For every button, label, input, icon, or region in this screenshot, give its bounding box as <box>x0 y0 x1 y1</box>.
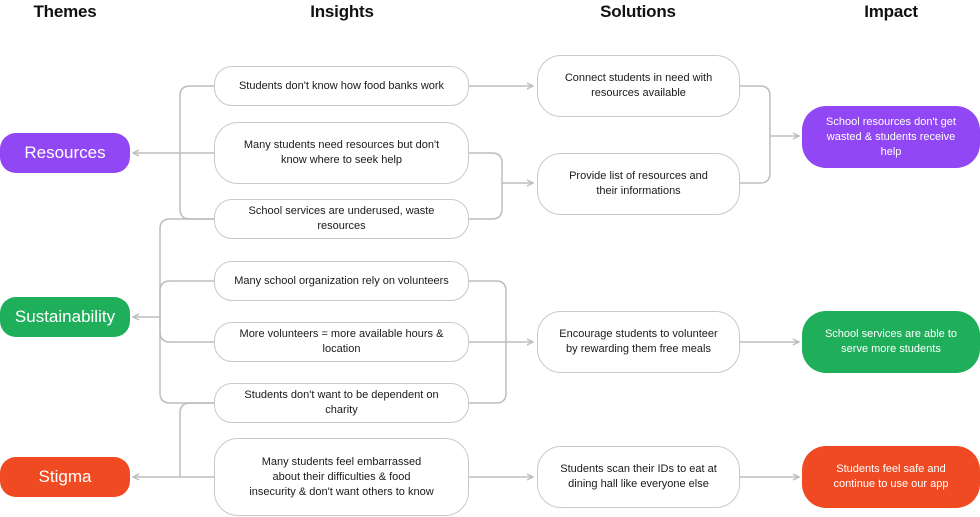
impact-card-stigma[interactable]: Students feel safe and continue to use o… <box>802 446 980 508</box>
theme-resources[interactable]: Resources <box>0 133 130 173</box>
column-header-themes: Themes <box>33 2 97 21</box>
insight-card[interactable]: Many school organization rely on volunte… <box>214 261 469 301</box>
column-header-impact: Impact <box>864 2 918 21</box>
column-header-insights: Insights <box>310 2 374 21</box>
insight-card[interactable]: School services are underused, waste res… <box>214 199 469 239</box>
insight-card[interactable]: Many students feel embarrassed about the… <box>214 438 469 516</box>
column-header-solutions: Solutions <box>600 2 676 21</box>
connector-insight4-solution3 <box>469 280 507 342</box>
insight-card[interactable]: Many students need resources but don't k… <box>214 122 469 184</box>
connector-insight1-resources <box>179 85 215 153</box>
connector-insight3-solution2 <box>469 183 503 220</box>
theme-sustainability[interactable]: Sustainability <box>0 297 130 337</box>
insight-card[interactable]: Students don't want to be dependent on c… <box>214 383 469 423</box>
connector-insight2-solution2 <box>469 152 503 183</box>
solution-card[interactable]: Connect students in need with resources … <box>537 55 740 117</box>
impact-card-resources[interactable]: School resources don't get wasted & stud… <box>802 106 980 168</box>
connector-solution1-impact1 <box>740 85 771 136</box>
solution-card[interactable]: Provide list of resources and their info… <box>537 153 740 215</box>
insight-card[interactable]: Students don't know how food banks work <box>214 66 469 106</box>
connector-insight6-stigma <box>179 402 215 477</box>
insight-card[interactable]: More volunteers = more available hours &… <box>214 322 469 362</box>
solution-card[interactable]: Students scan their IDs to eat at dining… <box>537 446 740 508</box>
connector-insight6-solution3 <box>469 342 507 404</box>
solution-card[interactable]: Encourage students to volunteer by rewar… <box>537 311 740 373</box>
connector-insight5-sustainability <box>159 317 215 343</box>
theme-stigma[interactable]: Stigma <box>0 457 130 497</box>
connector-insight3-resources <box>179 153 215 220</box>
connector-insight3-sustainability <box>159 218 215 317</box>
impact-card-sustainability[interactable]: School services are able to serve more s… <box>802 311 980 373</box>
connector-insight6-sustainability <box>159 317 215 404</box>
connector-insight4-sustainability <box>159 280 215 317</box>
connector-solution2-impact1 <box>740 136 771 184</box>
